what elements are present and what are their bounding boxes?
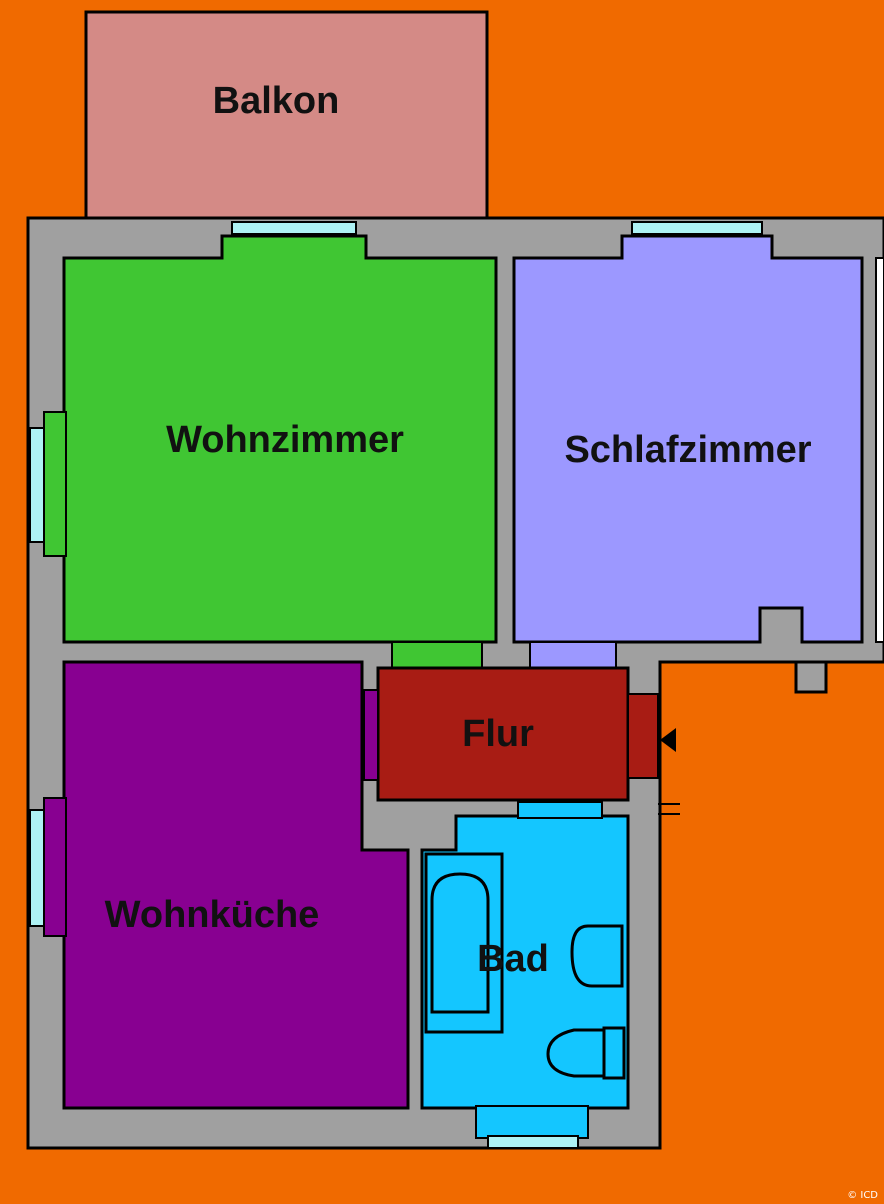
flur-label: Flur xyxy=(462,713,534,755)
schlafzimmer-label: Schlafzimmer xyxy=(564,429,811,471)
wall-notch xyxy=(794,660,828,694)
window-bad-bottom xyxy=(487,1135,579,1149)
copyright-text: © ICD xyxy=(847,1190,878,1201)
wohnzimmer-window-niche xyxy=(43,411,67,557)
toilet-icon xyxy=(546,1028,606,1078)
wohnkueche-label: Wohnküche xyxy=(105,894,320,936)
balkon-label: Balkon xyxy=(213,80,340,122)
toilet-tank-icon xyxy=(602,1026,626,1080)
wohnzimmer-door xyxy=(391,641,483,669)
wohnkueche-room xyxy=(62,660,410,1110)
wohnzimmer-label: Wohnzimmer xyxy=(166,419,404,461)
neighbor-wall-strip xyxy=(875,257,884,643)
window-wohnkueche-left xyxy=(29,809,45,927)
bathtub-basin-icon xyxy=(430,872,490,1014)
schlafzimmer-room xyxy=(512,234,864,644)
flur-side-door xyxy=(363,689,379,781)
flur-entrance-door xyxy=(627,693,659,779)
bad-bottom-niche xyxy=(475,1105,589,1139)
window-wohnzimmer-top xyxy=(231,221,357,235)
wohnzimmer-room xyxy=(62,234,498,644)
entrance-arrow-icon xyxy=(660,728,676,752)
wohnkueche-window-niche xyxy=(43,797,67,937)
sink-icon xyxy=(570,924,624,988)
balkon-room xyxy=(84,10,489,220)
schlafzimmer-door xyxy=(529,641,617,669)
window-schlafzimmer-top xyxy=(631,221,763,235)
window-wohnzimmer-left xyxy=(29,427,45,543)
bad-top-door xyxy=(517,801,603,819)
bad-label: Bad xyxy=(477,938,549,980)
